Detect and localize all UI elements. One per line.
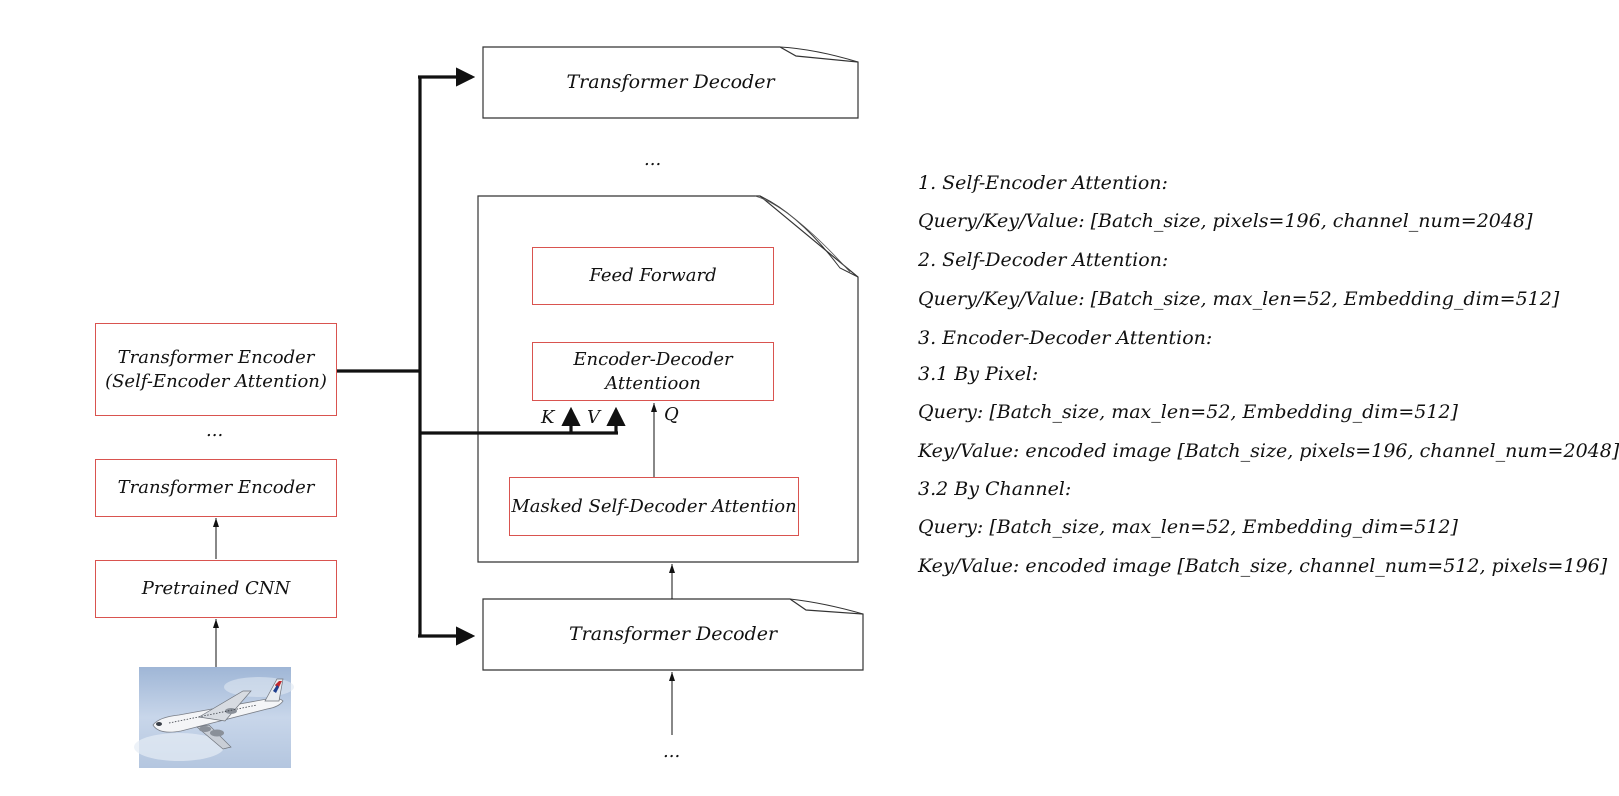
encoder-block-label: Transformer Encoder bbox=[117, 477, 315, 498]
encoder-ellipsis: ... bbox=[206, 420, 224, 441]
masked-self-decoder-attention-block: Masked Self-Decoder Attention bbox=[509, 477, 799, 536]
key-label: K bbox=[541, 407, 555, 428]
encoder-decoder-attention-block: Encoder-Decoder Attentioon bbox=[532, 342, 774, 401]
query-label: Q bbox=[664, 404, 679, 425]
transformer-encoder-top-block: Transformer Encoder (Self-Encoder Attent… bbox=[95, 323, 337, 416]
feed-forward-block: Feed Forward bbox=[532, 247, 774, 305]
decoder-ellipsis-top: ... bbox=[644, 149, 662, 170]
note-line: 3.1 By Pixel: bbox=[918, 363, 1039, 385]
note-line: Query/Key/Value: [Batch_size, max_len=52… bbox=[918, 288, 1560, 310]
note-line: 1. Self-Encoder Attention: bbox=[918, 172, 1168, 194]
note-line: 2. Self-Decoder Attention: bbox=[918, 249, 1169, 271]
pretrained-cnn-label: Pretrained CNN bbox=[141, 578, 291, 599]
enc-dec-attn-line1: Encoder-Decoder bbox=[573, 348, 733, 370]
feed-forward-label: Feed Forward bbox=[589, 265, 717, 286]
encoder-top-line1: Transformer Encoder bbox=[117, 346, 315, 368]
note-line: Key/Value: encoded image [Batch_size, ch… bbox=[918, 555, 1608, 577]
note-line: Query/Key/Value: [Batch_size, pixels=196… bbox=[918, 210, 1533, 232]
transformer-decoder-bottom-label: Transformer Decoder bbox=[568, 623, 778, 645]
note-line: Query: [Batch_size, max_len=52, Embeddin… bbox=[918, 401, 1458, 423]
masked-attn-label: Masked Self-Decoder Attention bbox=[511, 495, 797, 517]
enc-dec-attn-line2: Attentioon bbox=[605, 372, 701, 394]
decoder-ellipsis-bottom: ... bbox=[663, 741, 681, 762]
note-line: Key/Value: encoded image [Batch_size, pi… bbox=[918, 440, 1619, 462]
pretrained-cnn-block: Pretrained CNN bbox=[95, 560, 337, 618]
transformer-encoder-block: Transformer Encoder bbox=[95, 459, 337, 517]
note-line: 3.2 By Channel: bbox=[918, 478, 1072, 500]
note-line: Query: [Batch_size, max_len=52, Embeddin… bbox=[918, 516, 1458, 538]
airplane-photo bbox=[134, 667, 294, 768]
transformer-decoder-top-label: Transformer Decoder bbox=[566, 71, 775, 93]
note-line: 3. Encoder-Decoder Attention: bbox=[918, 327, 1213, 349]
value-label: V bbox=[587, 407, 600, 428]
encoder-top-line2: (Self-Encoder Attention) bbox=[105, 370, 327, 392]
